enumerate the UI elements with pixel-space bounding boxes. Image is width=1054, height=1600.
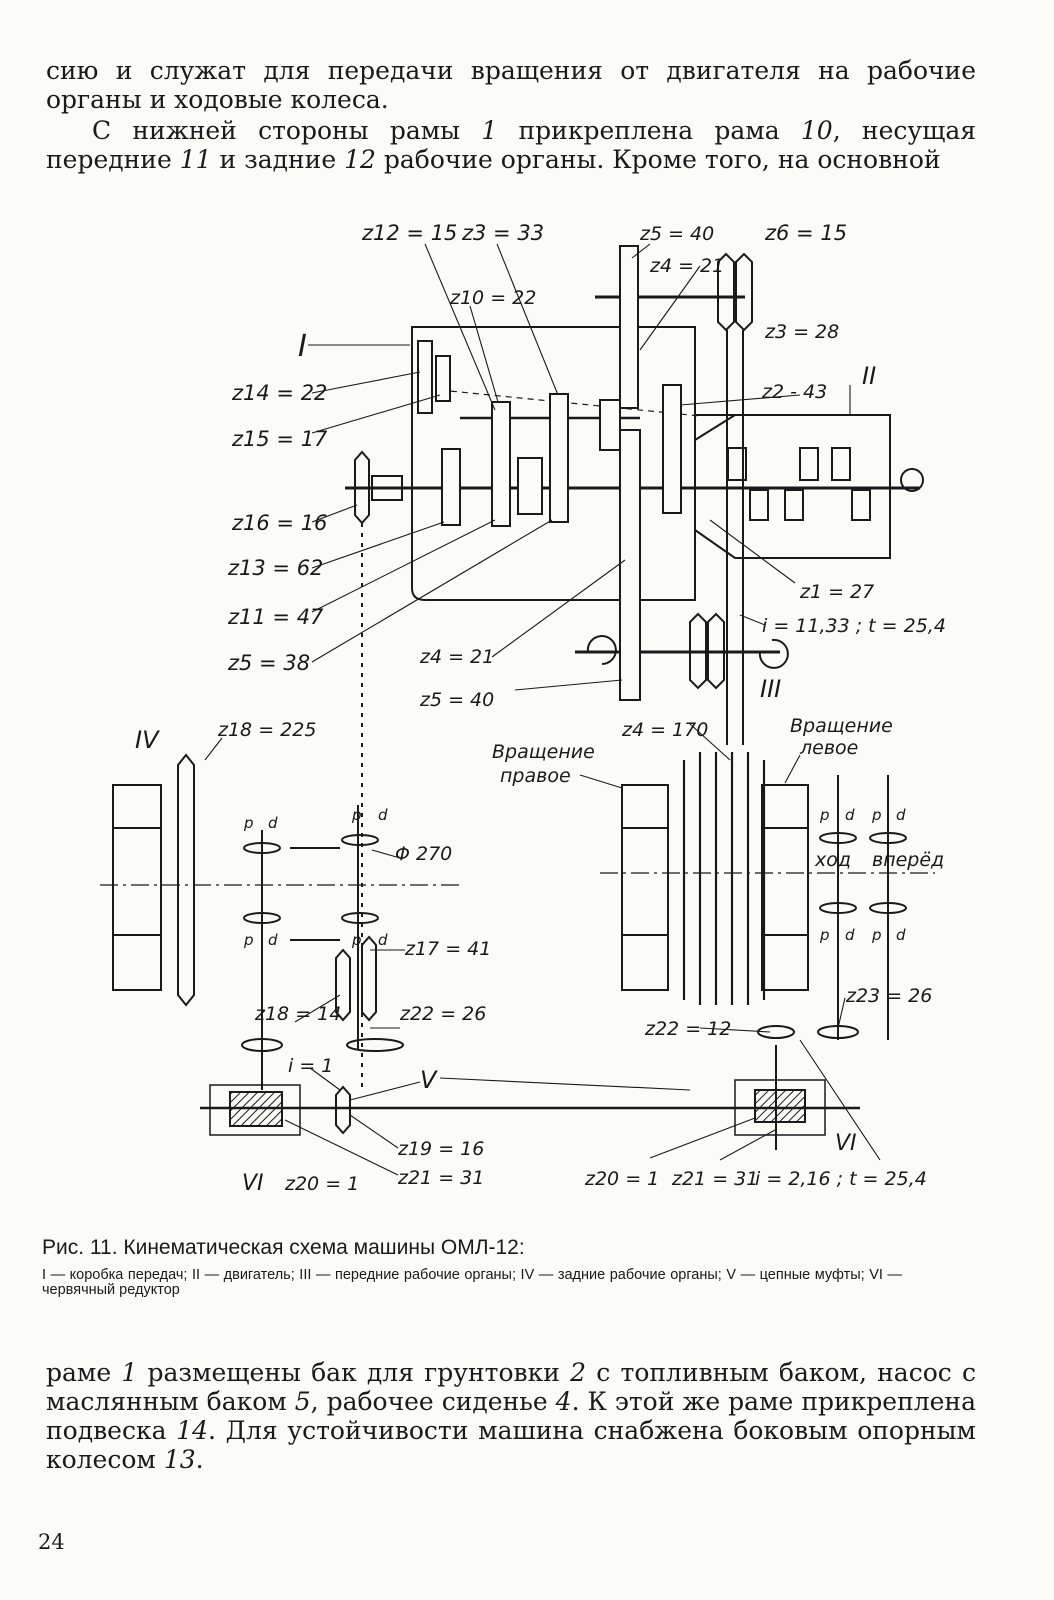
label-z20-b: z20 = 1 <box>584 1168 659 1190</box>
figure-caption-legend: I — коробка передач; II — двигатель; III… <box>42 1267 902 1298</box>
label-z12: z12 = 15 <box>361 221 457 245</box>
kinematic-diagram: z12 = 15 z3 = 33 z5 = 40 z6 = 15 z4 = 21… <box>100 221 946 1196</box>
label-z5-mid: z5 = 38 <box>227 651 310 675</box>
label-z6: z6 = 15 <box>764 221 847 245</box>
label-z5-top: z5 = 40 <box>639 223 714 245</box>
label-phi: Φ 270 <box>395 843 452 865</box>
label-roman-5: V <box>420 1066 438 1094</box>
label-d: d <box>378 806 388 824</box>
label-p: p <box>819 926 830 944</box>
page-number: 24 <box>38 1530 65 1554</box>
label-z22-a: z22 = 26 <box>399 1003 486 1025</box>
paragraph-top: сию и служат для передачи вращения от дв… <box>46 56 976 114</box>
label-z5-low: z5 = 40 <box>419 689 494 711</box>
label-z4-mid: z4 = 21 <box>419 646 494 668</box>
label-rot-left-2: левое <box>799 737 858 759</box>
label-roman-2: II <box>862 362 876 390</box>
label-p: p <box>351 931 362 949</box>
label-rot-right-1: Вращение <box>492 741 595 763</box>
label-roman-4: IV <box>135 726 160 754</box>
figure-caption-title: Рис. 11. Кинематическая схема машины ОМЛ… <box>42 1236 525 1259</box>
label-z18: z18 = 14 <box>254 1003 341 1025</box>
label-z4-top: z4 = 21 <box>649 255 724 277</box>
label-z13: z13 = 62 <box>227 556 323 580</box>
label-p: p <box>871 926 882 944</box>
label-z3-top: z3 = 33 <box>461 221 544 245</box>
label-ratio-2: i = 2,16 ; t = 25,4 <box>755 1168 927 1190</box>
label-vper: вперёд <box>872 849 944 871</box>
label-z18-big: z18 = 225 <box>217 719 316 741</box>
label-ratio-1: i = 11,33 ; t = 25,4 <box>762 615 946 637</box>
label-z15: z15 = 17 <box>231 427 328 451</box>
label-d: d <box>896 926 906 944</box>
label-z19: z19 = 16 <box>397 1138 484 1160</box>
label-z22-b: z22 = 12 <box>644 1018 731 1040</box>
label-d: d <box>378 931 388 949</box>
label-z21-a: z21 = 31 <box>397 1167 484 1189</box>
label-roman-6a: VI <box>242 1171 264 1196</box>
label-rot-right-2: правое <box>500 765 571 787</box>
label-roman-6b: VI <box>835 1131 857 1156</box>
label-d: d <box>845 806 855 824</box>
label-d: d <box>845 926 855 944</box>
label-d: d <box>268 814 278 832</box>
label-z14: z14 = 22 <box>231 381 327 405</box>
label-z4-big: z4 = 170 <box>621 719 708 741</box>
label-hod: ход <box>814 849 851 871</box>
label-z2: z2 - 43 <box>761 381 827 403</box>
label-z16: z16 = 16 <box>231 511 327 535</box>
label-d: d <box>896 806 906 824</box>
label-roman-3: III <box>760 675 781 703</box>
label-z1: z1 = 27 <box>799 581 874 603</box>
label-p: p <box>871 806 882 824</box>
label-p: p <box>351 806 362 824</box>
label-z10: z10 = 22 <box>449 287 536 309</box>
label-p: p <box>243 814 254 832</box>
label-p: p <box>243 931 254 949</box>
label-z23: z23 = 26 <box>845 985 932 1007</box>
paragraph-frame: С нижней стороны рамы 1 прикреплена рама… <box>46 116 977 174</box>
label-d: d <box>268 931 278 949</box>
label-i1: i = 1 <box>288 1055 333 1077</box>
label-z20-a: z20 = 1 <box>284 1173 359 1195</box>
label-z11: z11 = 47 <box>227 605 324 629</box>
label-roman-1: I <box>298 329 307 364</box>
label-z17: z17 = 41 <box>404 938 491 960</box>
label-rot-left-1: Вращение <box>790 715 893 737</box>
paragraph-bottom: раме 1 размещены бак для грунтовки 2 с т… <box>46 1358 976 1474</box>
label-p: p <box>819 806 830 824</box>
label-z21-b: z21 = 31 <box>671 1168 758 1190</box>
label-z3-b: z3 = 28 <box>764 321 839 343</box>
